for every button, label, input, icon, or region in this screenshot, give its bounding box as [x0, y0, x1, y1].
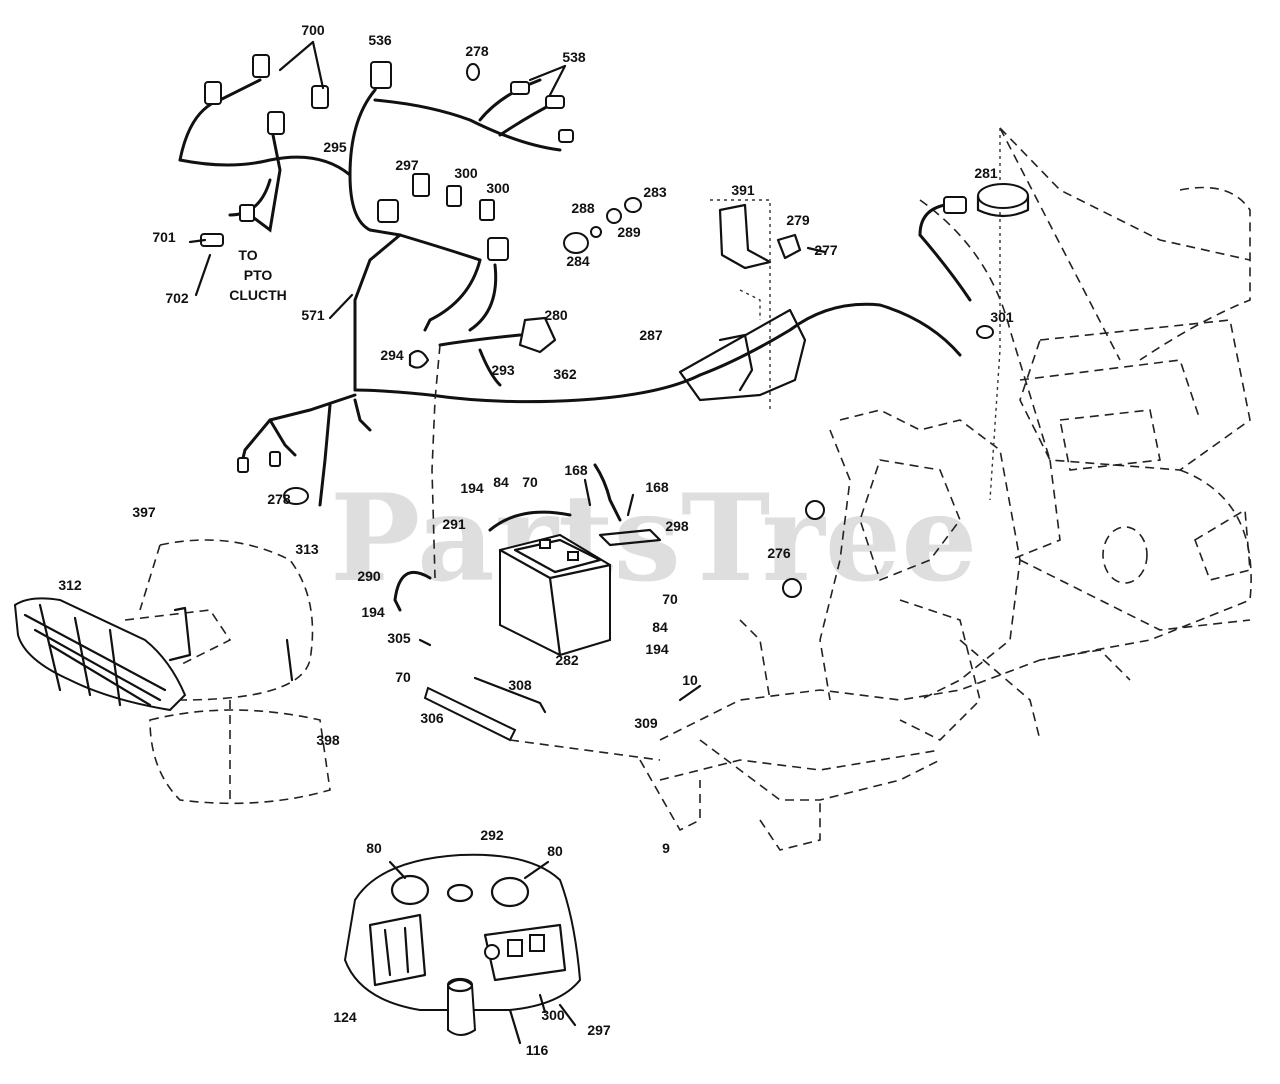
callout-194: 194 — [460, 480, 484, 496]
callout-306: 306 — [420, 710, 444, 726]
callout-398: 398 — [316, 732, 340, 748]
callout-294: 294 — [380, 347, 404, 363]
callout-289: 289 — [617, 224, 641, 240]
callout-80: 80 — [366, 840, 382, 856]
callout-391: 391 — [731, 182, 755, 198]
callout-362: 362 — [553, 366, 577, 382]
callout-702: 702 — [165, 290, 189, 306]
callout-80: 80 — [547, 843, 563, 859]
callout-292: 292 — [480, 827, 504, 843]
note-to: TO — [238, 247, 257, 263]
callout-116: 116 — [526, 1042, 549, 1058]
callout-700: 700 — [301, 22, 325, 38]
callout-283: 283 — [643, 184, 667, 200]
callout-194: 194 — [361, 604, 385, 620]
callout-313: 313 — [295, 541, 319, 557]
wiring-harness — [178, 73, 972, 507]
watermark: PartsTree — [330, 468, 977, 609]
callout-287: 287 — [639, 327, 663, 343]
hold-down — [418, 638, 661, 761]
callout-9: 9 — [662, 840, 670, 856]
callout-397: 397 — [132, 504, 156, 520]
callout-300: 300 — [541, 1007, 565, 1023]
callout-536: 536 — [368, 32, 392, 48]
callout-290: 290 — [357, 568, 381, 584]
callout-298: 298 — [665, 518, 689, 534]
callout-301: 301 — [990, 309, 1014, 325]
callout-291: 291 — [442, 516, 466, 532]
callout-labels: 700 536 278 538 295 297 300 300 283 288 289 284 391 2… — [58, 22, 1014, 1058]
note-pto: PTO — [244, 267, 273, 283]
callout-308: 308 — [508, 677, 532, 693]
callout-293: 293 — [491, 362, 515, 378]
callout-278: 278 — [267, 491, 291, 507]
callout-571: 571 — [301, 307, 325, 323]
battery-282 — [498, 533, 612, 657]
connectors — [200, 54, 1030, 598]
callout-84: 84 — [493, 474, 509, 490]
callout-276: 276 — [767, 545, 791, 561]
callout-300: 300 — [486, 180, 510, 196]
callout-278: 278 — [465, 43, 489, 59]
callout-168: 168 — [645, 479, 669, 495]
callout-305: 305 — [387, 630, 411, 646]
callout-297: 297 — [395, 157, 419, 173]
tractor-frame — [639, 127, 1252, 851]
callout-279: 279 — [786, 212, 810, 228]
callout-70: 70 — [395, 669, 411, 685]
callout-701: 701 — [152, 229, 176, 245]
callout-284: 284 — [566, 253, 590, 269]
callout-538: 538 — [562, 49, 586, 65]
dash-panel-292 — [343, 853, 582, 1036]
callout-300: 300 — [454, 165, 478, 181]
callout-10: 10 — [682, 672, 698, 688]
callout-312: 312 — [58, 577, 82, 593]
callout-124: 124 — [333, 1009, 357, 1025]
bracket-287 — [678, 289, 807, 402]
callout-281: 281 — [974, 165, 998, 181]
callout-84: 84 — [652, 619, 668, 635]
callout-280: 280 — [544, 307, 568, 323]
callout-70: 70 — [522, 474, 538, 490]
callout-295: 295 — [323, 139, 347, 155]
battery-cables — [393, 344, 662, 612]
bracket-391 — [710, 199, 802, 280]
callout-194: 194 — [645, 641, 669, 657]
callout-277: 277 — [814, 242, 838, 258]
leader-lines — [188, 40, 827, 1045]
callout-70: 70 — [662, 591, 678, 607]
callout-168: 168 — [564, 462, 588, 478]
callout-282: 282 — [555, 652, 579, 668]
note-clutch: CLUCTH — [229, 287, 287, 303]
callout-297: 297 — [587, 1022, 611, 1038]
callout-309: 309 — [634, 715, 658, 731]
callout-288: 288 — [571, 200, 595, 216]
hood-assembly — [13, 539, 331, 805]
